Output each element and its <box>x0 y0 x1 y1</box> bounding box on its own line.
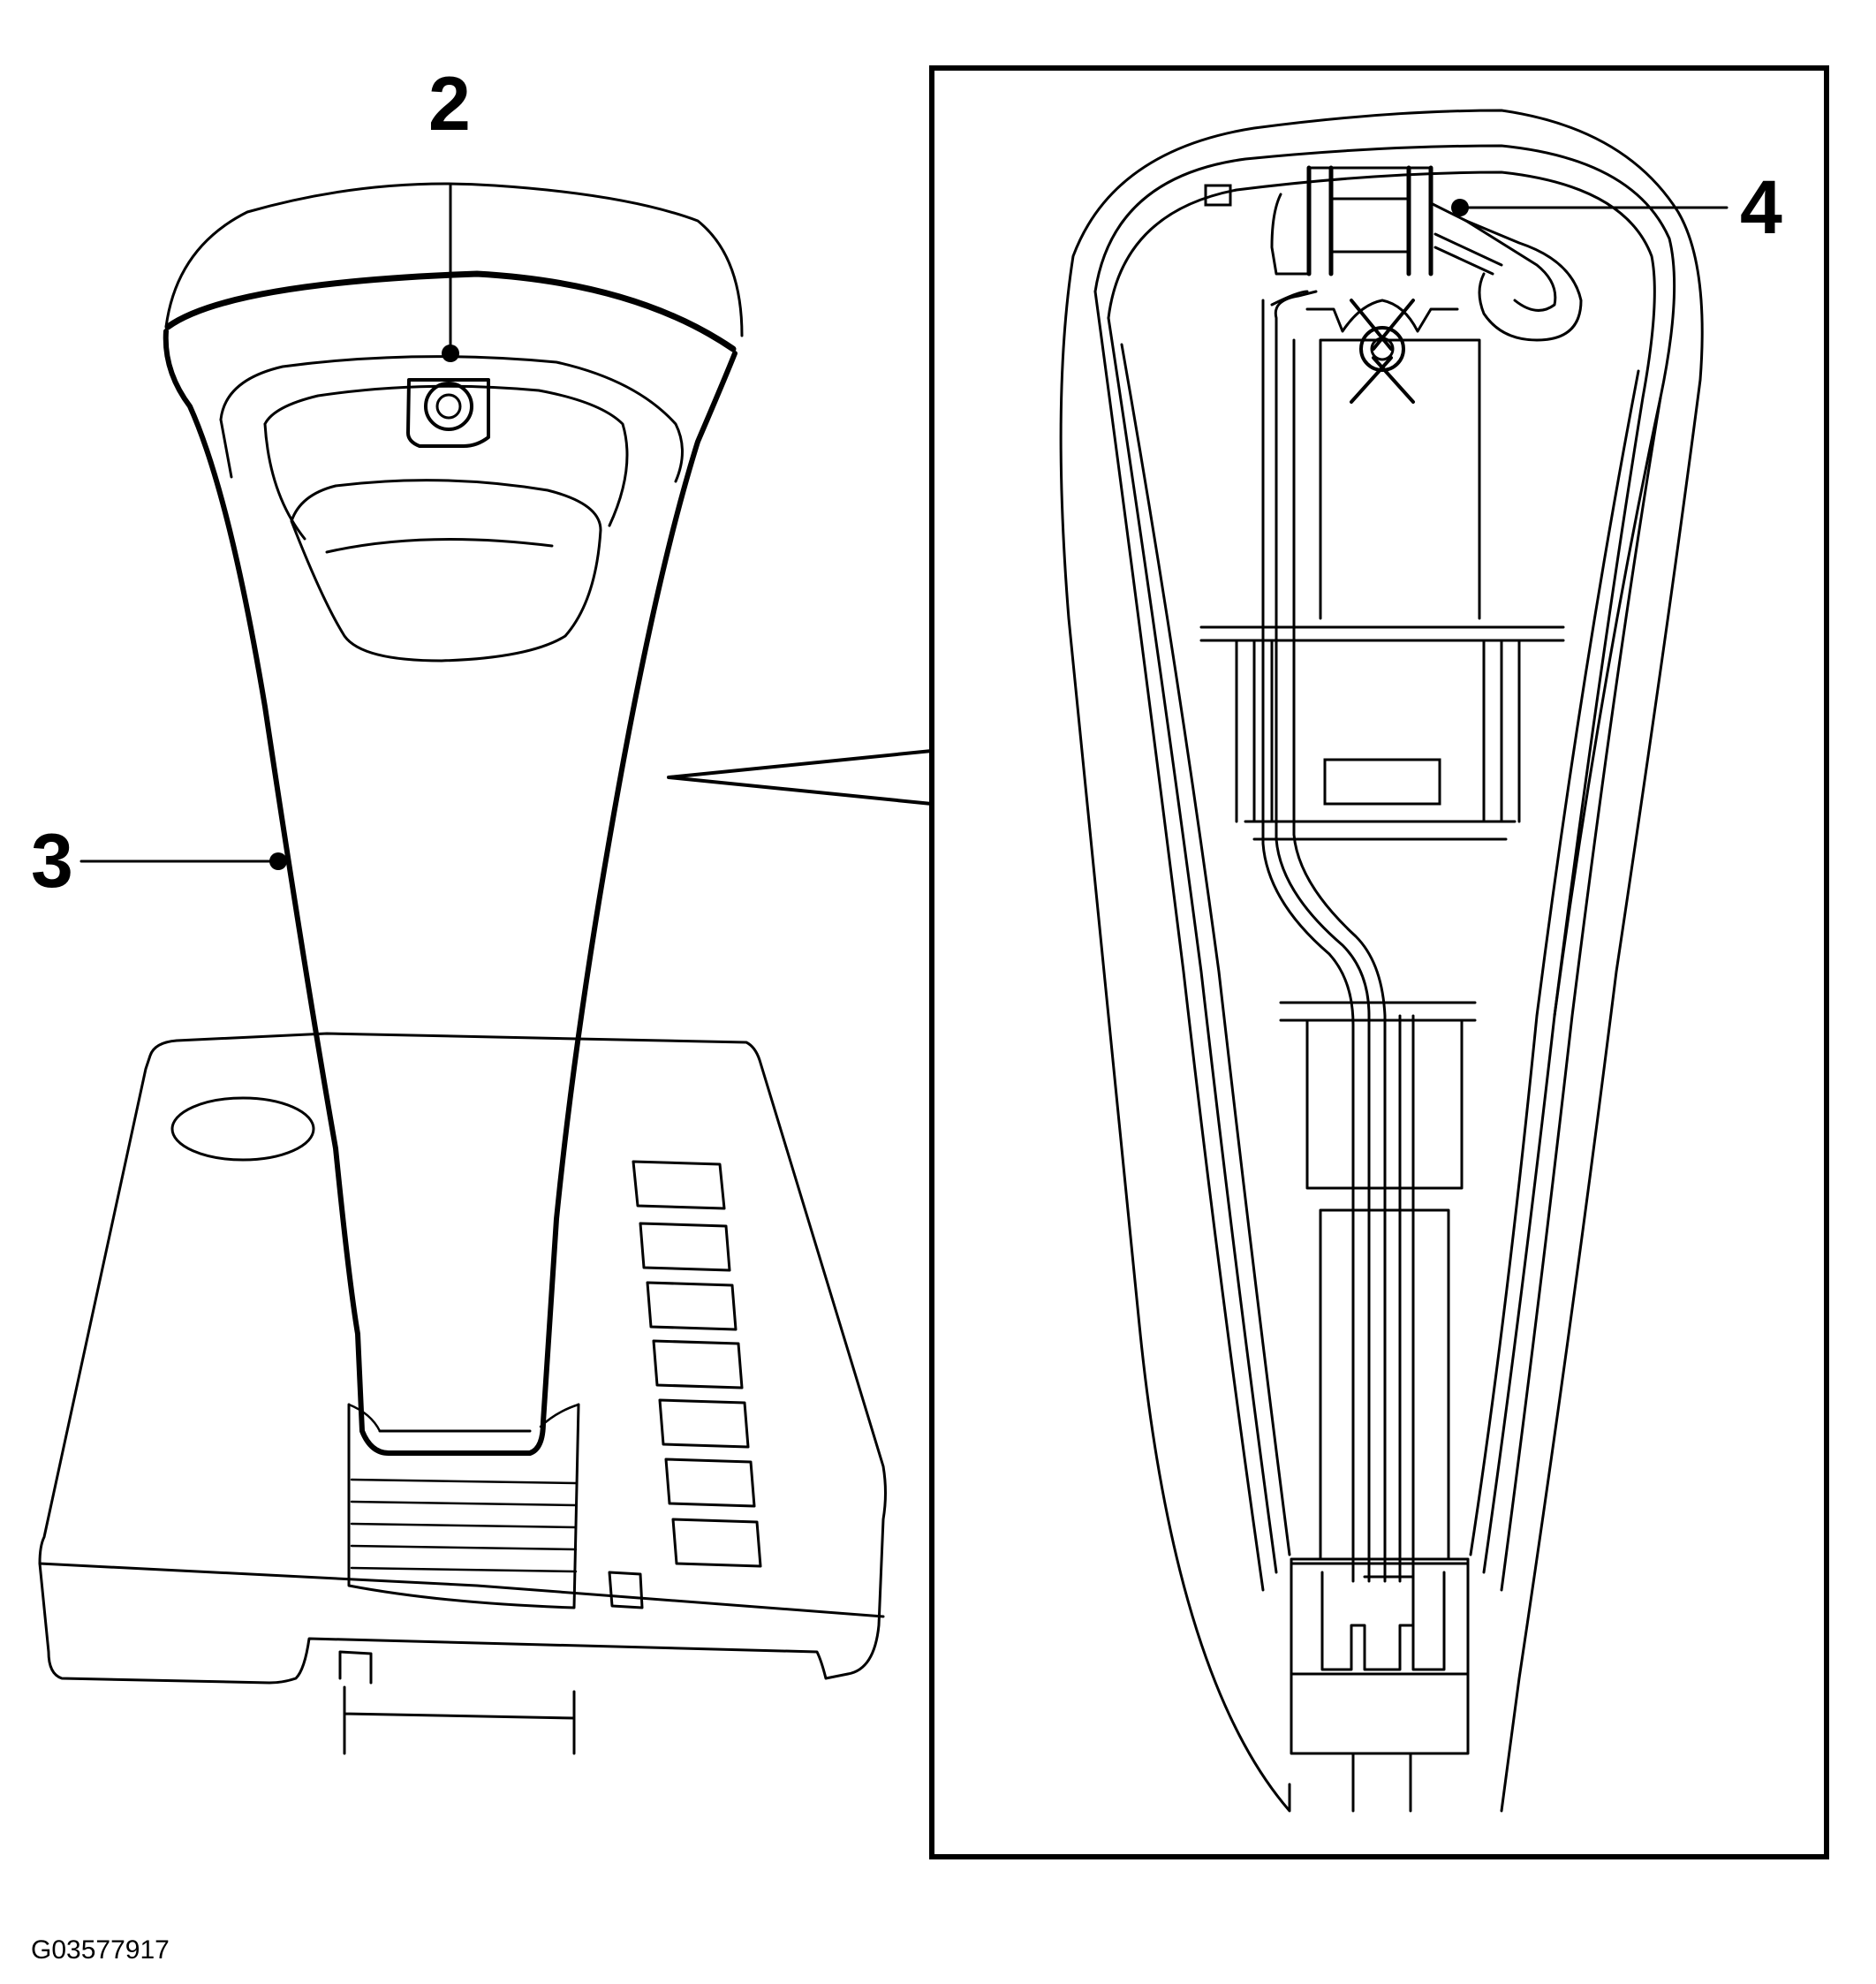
callout-2-label: 2 <box>428 62 471 147</box>
detail-frame <box>929 65 1829 1859</box>
shift-knob <box>163 182 744 1456</box>
housing-ribs <box>1199 625 1565 1561</box>
selector-mechanism <box>1305 299 1481 620</box>
bottom-connector <box>1290 1557 1470 1813</box>
callout-3-label: 3 <box>31 819 73 904</box>
knob-internal-connector <box>1204 165 1583 342</box>
shift-knob-cover <box>163 329 738 1456</box>
gear-indicator-windows <box>608 1160 762 1609</box>
shift-gate-slot <box>347 1403 580 1609</box>
shift-knob-top-fastener <box>406 378 490 448</box>
detail-view <box>929 65 1829 1859</box>
detail-pointer <box>667 749 934 806</box>
figure-id: G03577917 <box>31 1935 170 1965</box>
knob-cap-seam <box>164 270 737 352</box>
shifter-assembly <box>38 182 887 1755</box>
console-round-opening <box>170 1096 315 1162</box>
wire-harness <box>1261 290 1415 1583</box>
callout-4-label: 4 <box>1740 165 1782 250</box>
release-button <box>290 479 602 663</box>
console-base <box>38 1032 887 1755</box>
